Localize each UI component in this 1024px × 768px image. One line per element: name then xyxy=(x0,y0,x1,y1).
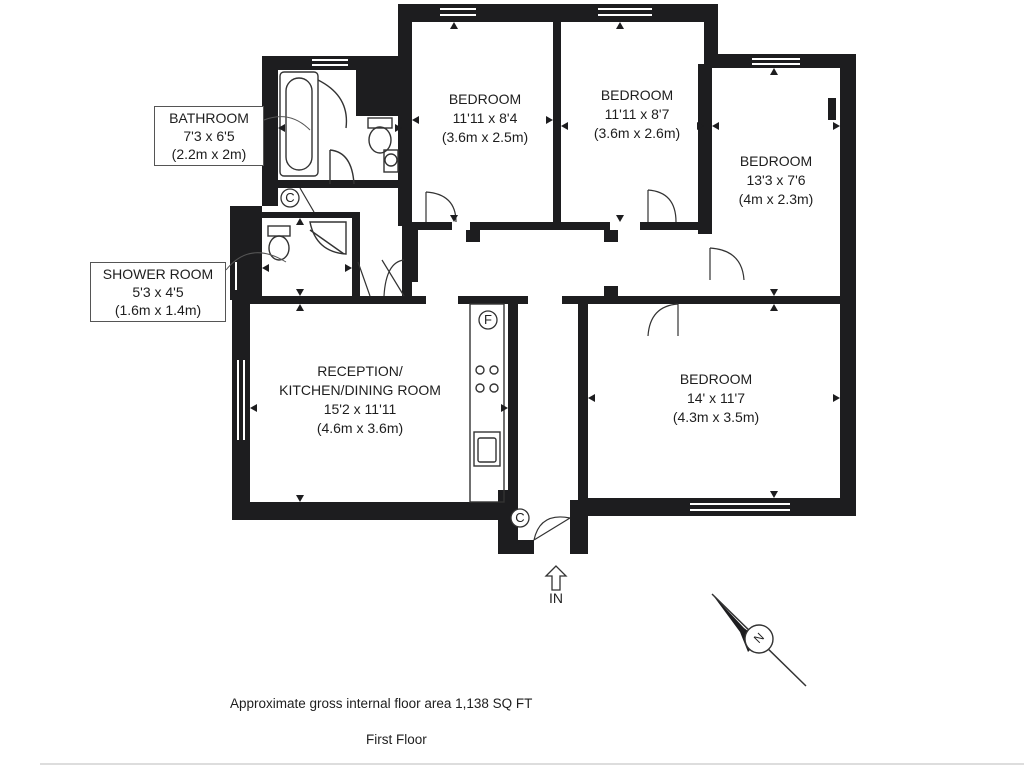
marker-circles xyxy=(280,188,530,528)
shower-fixtures xyxy=(267,221,347,261)
bathroom-name: BATHROOM xyxy=(169,110,249,126)
shower-room-callout: SHOWER ROOM 5'3 x 4'5 (1.6m x 1.4m) xyxy=(90,262,226,322)
kitchen-fixtures xyxy=(469,303,505,503)
shower-room-metric: (1.6m x 1.4m) xyxy=(114,302,202,318)
bathroom-fixtures xyxy=(279,71,399,185)
bedroom-2-label: BEDROOM 11'11 x 8'7 (3.6m x 2.6m) xyxy=(572,86,702,143)
bedroom-4-metric: (4.3m x 3.5m) xyxy=(672,409,760,425)
bedroom-4-name: BEDROOM xyxy=(679,371,753,387)
shower-room-imperial: 5'3 x 4'5 xyxy=(132,284,184,300)
bedroom-3-label: BEDROOM 13'3 x 7'6 (4m x 2.3m) xyxy=(720,152,832,209)
shower-room-name: SHOWER ROOM xyxy=(102,266,214,282)
reception-name-line2: KITCHEN/DINING ROOM xyxy=(279,382,441,398)
entrance-arrow-icon xyxy=(544,565,568,591)
door-swings xyxy=(299,187,745,541)
bedroom-2-imperial: 11'11 x 8'7 xyxy=(604,106,670,122)
bedroom-2-metric: (3.6m x 2.6m) xyxy=(593,125,681,141)
callout-leaders xyxy=(225,116,311,271)
reception-metric: (4.6m x 3.6m) xyxy=(316,420,404,436)
floor-area-caption: Approximate gross internal floor area 1,… xyxy=(230,696,533,711)
cupboard-marker-lower: C xyxy=(515,510,525,525)
windows xyxy=(235,8,800,511)
entrance-label: IN xyxy=(549,590,563,606)
floor-level-caption: First Floor xyxy=(366,732,427,747)
exterior-walls xyxy=(230,4,856,554)
bedroom-1-imperial: 11'11 x 8'4 xyxy=(452,110,518,126)
dimension-markers xyxy=(250,22,840,502)
reception-imperial: 15'2 x 11'11 xyxy=(323,401,397,417)
reception-name-line1: RECEPTION/ xyxy=(317,363,403,379)
bathroom-imperial: 7'3 x 6'5 xyxy=(183,128,235,144)
compass-icon xyxy=(711,593,807,687)
bedroom-3-metric: (4m x 2.3m) xyxy=(738,191,814,207)
interior-walls xyxy=(250,22,840,500)
bedroom-1-label: BEDROOM 11'11 x 8'4 (3.6m x 2.5m) xyxy=(420,90,550,147)
cupboard-marker-upper: C xyxy=(285,190,295,205)
bedroom-1-metric: (3.6m x 2.5m) xyxy=(441,129,529,145)
bathroom-callout: BATHROOM 7'3 x 6'5 (2.2m x 2m) xyxy=(154,106,264,166)
bedroom-2-name: BEDROOM xyxy=(600,87,674,103)
reception-label: RECEPTION/ KITCHEN/DINING ROOM 15'2 x 11… xyxy=(262,362,458,438)
bedroom-4-imperial: 14' x 11'7 xyxy=(686,390,746,406)
bedroom-3-name: BEDROOM xyxy=(739,153,813,169)
bedroom-3-imperial: 13'3 x 7'6 xyxy=(746,172,806,188)
bedroom-1-name: BEDROOM xyxy=(448,91,522,107)
bathroom-metric: (2.2m x 2m) xyxy=(171,146,247,162)
bedroom-4-label: BEDROOM 14' x 11'7 (4.3m x 3.5m) xyxy=(646,370,786,427)
fridge-marker: F xyxy=(484,312,492,327)
